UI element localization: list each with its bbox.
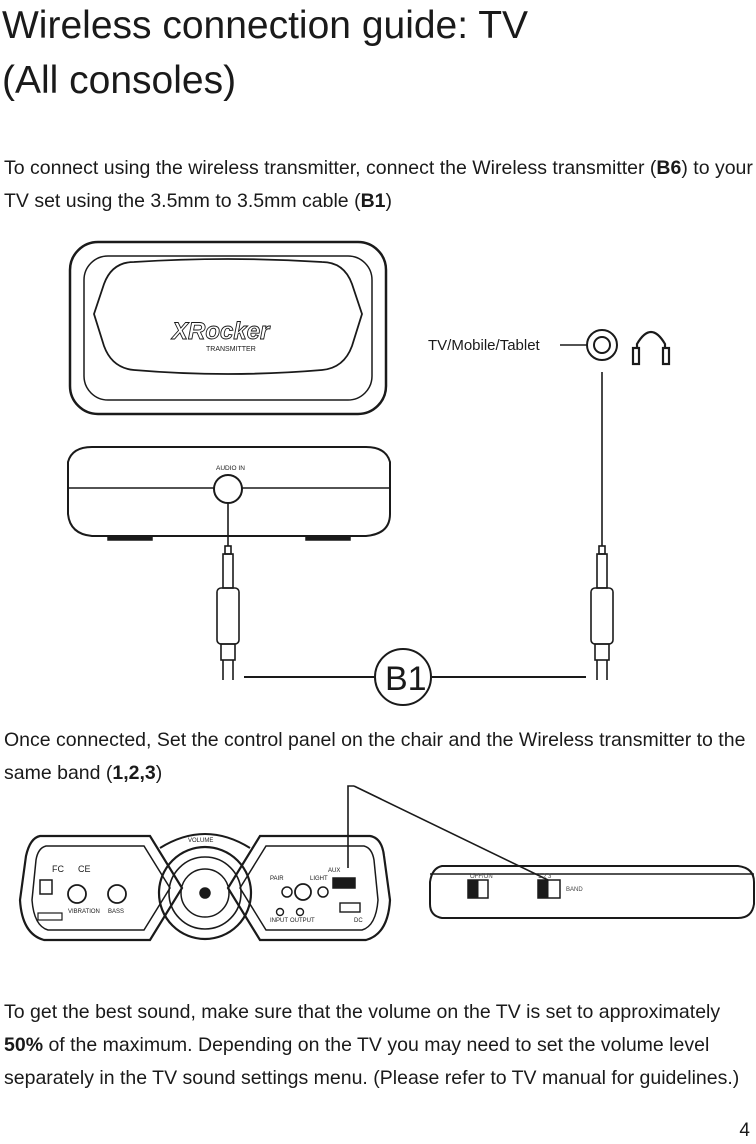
pair-button bbox=[281, 886, 293, 898]
band-numbers: 1,2,3 bbox=[112, 762, 156, 784]
transmitter-label: TRANSMITTER bbox=[206, 346, 256, 353]
input-label: INPUT bbox=[270, 918, 288, 924]
chair-control-panel bbox=[18, 833, 392, 942]
page-title: Wireless connection guide: TV (All conso… bbox=[2, 0, 528, 108]
cable-b1: B1 bbox=[244, 648, 586, 706]
part-b1-label: B1 bbox=[360, 190, 386, 212]
transmitter-band-switch bbox=[537, 879, 549, 899]
bass-knob bbox=[107, 884, 127, 904]
vibration-knob bbox=[67, 884, 87, 904]
audio-in-port bbox=[213, 474, 243, 504]
audio-in-label: AUDIO IN bbox=[216, 465, 245, 472]
part-b6-label: B6 bbox=[656, 157, 682, 179]
band-paragraph: Once connected, Set the control panel on… bbox=[4, 724, 754, 790]
band-text-2: ) bbox=[155, 762, 163, 784]
ce-mark: CE bbox=[78, 864, 91, 874]
transmitter-connection-figure: XRocker TRANSMITTER AUDIO IN B1 bbox=[67, 240, 671, 706]
band-pointer-lines bbox=[347, 785, 549, 881]
headphones-icon bbox=[631, 330, 671, 366]
band-number-labels: 1 2 3 bbox=[538, 874, 552, 880]
off-on-label: OFF/ON bbox=[470, 874, 493, 880]
transmitter-top-view: XRocker TRANSMITTER bbox=[68, 240, 388, 416]
left-audio-plug bbox=[216, 503, 240, 680]
volume-percent: 50% bbox=[4, 1034, 44, 1056]
volume-text-2: of the maximum. Depending on the TV you … bbox=[4, 1034, 740, 1089]
fc-mark: FC bbox=[52, 864, 64, 874]
cable-b1-label: B1 bbox=[385, 660, 427, 698]
power-button bbox=[294, 883, 312, 901]
light-label: LIGHT bbox=[310, 876, 328, 882]
transmitter-band-view bbox=[429, 865, 755, 919]
panel-band-switch bbox=[332, 877, 356, 889]
band-text-1: Once connected, Set the control panel on… bbox=[4, 729, 746, 784]
intro-paragraph: To connect using the wireless transmitte… bbox=[4, 152, 754, 218]
light-button bbox=[317, 886, 329, 898]
intro-text-2: ) to your TV set using the 3.5mm to 3.5m… bbox=[4, 157, 753, 212]
xrocker-logo: XRocker bbox=[170, 318, 271, 345]
pair-label: PAIR bbox=[270, 876, 284, 882]
volume-label: VOLUME bbox=[188, 838, 213, 844]
intro-text-1: To connect using the wireless transmitte… bbox=[4, 157, 657, 179]
device-jack-icon bbox=[586, 329, 618, 361]
output-label: OUTPUT bbox=[290, 918, 315, 924]
vibration-label: VIBRATION bbox=[68, 909, 100, 915]
intro-text-3: ) bbox=[385, 190, 393, 212]
page-number: 4 bbox=[739, 1120, 750, 1141]
title-line-2: (All consoles) bbox=[2, 59, 237, 102]
device-label: TV/Mobile/Tablet bbox=[428, 337, 541, 354]
right-audio-plug bbox=[590, 372, 614, 680]
aux-label: AUX bbox=[328, 868, 340, 874]
volume-paragraph: To get the best sound, make sure that th… bbox=[4, 996, 754, 1095]
bass-label: BASS bbox=[108, 909, 124, 915]
band-label: BAND bbox=[566, 887, 583, 893]
transmitter-front-view: AUDIO IN bbox=[67, 446, 391, 541]
title-line-1: Wireless connection guide: TV bbox=[2, 4, 529, 47]
dc-label: DC bbox=[354, 918, 363, 924]
volume-text-1: To get the best sound, make sure that th… bbox=[4, 1001, 721, 1023]
